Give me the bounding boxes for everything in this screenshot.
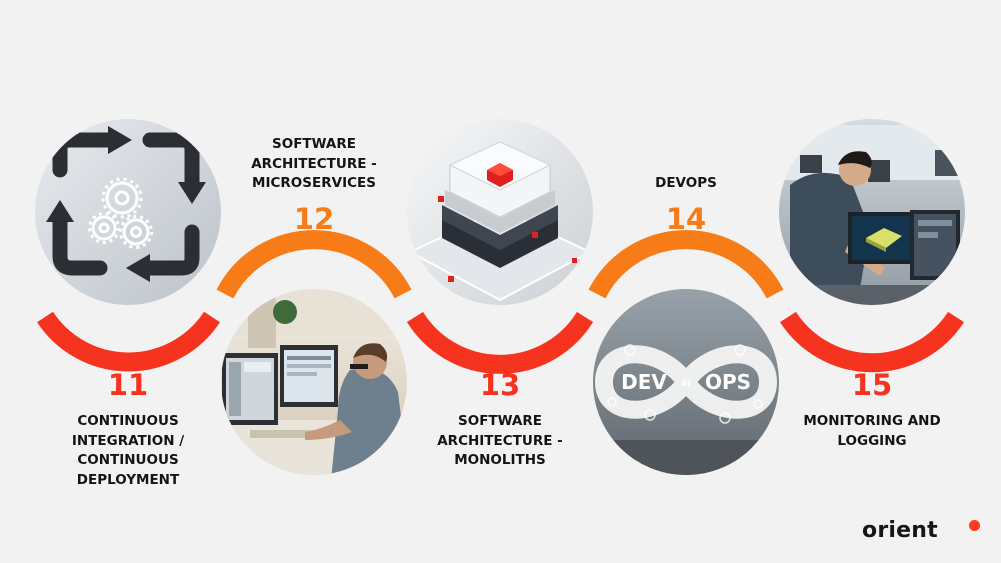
logo-text: orient — [862, 518, 938, 543]
arc-step-12 — [216, 230, 412, 299]
step-11-label: CONTINUOUS INTEGRATION / CONTINUOUS DEPL… — [71, 413, 185, 488]
logo-dot-icon — [969, 520, 980, 531]
ops-label: OPS — [705, 370, 751, 394]
arc-step-13 — [406, 311, 594, 374]
developer-at-desk-photo — [221, 289, 407, 475]
layered-chip-block-render — [407, 119, 593, 305]
arc-step-14 — [588, 230, 784, 299]
step-13-label: SOFTWARE ARCHITECTURE - MONOLITHS — [437, 413, 563, 468]
orient-logo: orient — [862, 514, 982, 546]
step-14-number: 14 — [666, 202, 706, 236]
engineer-at-monitor-photo — [779, 119, 965, 305]
step-15-label: MONITORING AND LOGGING — [803, 413, 941, 449]
step-11-number: 11 — [108, 368, 148, 402]
circular-arrows-gears-icon — [35, 119, 221, 305]
step-14-label: DEVOPS — [655, 175, 717, 191]
dev-ops-infinity-photo: DEV OPS AI — [593, 289, 779, 475]
ai-label: AI — [681, 379, 690, 388]
step-15-number: 15 — [852, 368, 892, 402]
arc-step-11 — [37, 311, 220, 372]
dev-label: DEV — [621, 370, 667, 394]
arc-step-15 — [780, 311, 964, 373]
step-12-number: 12 — [294, 202, 334, 236]
step-12-label: SOFTWARE ARCHITECTURE - MICROSERVICES — [251, 136, 377, 191]
step-13-number: 13 — [480, 368, 520, 402]
